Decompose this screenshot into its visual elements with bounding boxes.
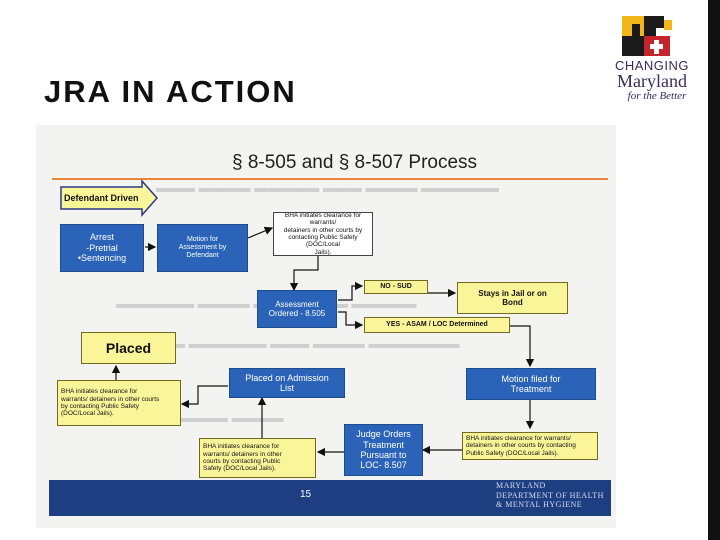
diagram-title: § 8-505 and § 8-507 Process bbox=[232, 152, 478, 173]
assessment-ordered-label: Assessment Ordered - 8.505 bbox=[268, 299, 326, 318]
judge-orders-box: Judge Orders Treatment Pursuant to LOC- … bbox=[344, 424, 423, 476]
bha-clearance-top-box: BHA initiates clearance for warrants/ de… bbox=[273, 212, 373, 256]
no-sud-label: NO - SUD bbox=[380, 282, 412, 290]
motion-treatment-label: Motion filed for Treatment bbox=[501, 373, 561, 394]
placed-label: Placed bbox=[105, 339, 152, 356]
maryland-flag-logo-icon bbox=[622, 16, 672, 56]
bha-clearance-left-box: BHA initiates clearance for warrants/ de… bbox=[57, 380, 181, 426]
assessment-ordered-box: Assessment Ordered - 8.505 bbox=[257, 290, 337, 328]
placed-on-admission-label: Placed on Admission List bbox=[245, 372, 329, 393]
defendant-driven-label-box: Defendant Driven bbox=[64, 190, 144, 206]
department-footer-text: MARYLAND DEPARTMENT OF HEALTH & MENTAL H… bbox=[496, 481, 604, 510]
logo-text-tagline: for the Better bbox=[627, 90, 687, 102]
bleed-through-text: ▬▬▬ ▬▬▬▬▬▬ ▬▬▬ ▬▬▬▬ ▬▬▬▬▬▬▬ bbox=[146, 341, 460, 356]
stays-in-jail-box: Stays in Jail or on Bond bbox=[457, 282, 568, 314]
bha-clearance-right-box: BHA initiates clearance for warrants/ de… bbox=[462, 432, 598, 460]
judge-orders-label: Judge Orders Treatment Pursuant to LOC- … bbox=[356, 429, 411, 471]
motion-assessment-box: Motion for Assessment by Defendant bbox=[157, 224, 248, 272]
placed-on-admission-box: Placed on Admission List bbox=[229, 368, 345, 398]
bha-clearance-top-label: BHA initiates clearance for warrants/ de… bbox=[283, 212, 363, 256]
title-rule bbox=[52, 178, 608, 180]
arrest-label: Arrest -Pretrial •Sentencing bbox=[77, 232, 127, 264]
stays-in-jail-label: Stays in Jail or on Bond bbox=[478, 288, 547, 307]
logo-text-maryland: Maryland bbox=[617, 71, 687, 91]
logo-text-changing: CHANGING bbox=[614, 58, 690, 73]
motion-treatment-box: Motion filed for Treatment bbox=[466, 368, 596, 400]
bha-clearance-bottom-box: BHA initiates clearance for warrants/ de… bbox=[199, 438, 316, 478]
bleed-through-text: ▬▬▬▬ ▬▬▬▬ bbox=[176, 415, 284, 430]
changing-maryland-logo: CHANGING Maryland for the Better bbox=[604, 10, 700, 110]
bleed-through-text: ▬▬▬ ▬▬▬▬ ▬▬▬▬▬ ▬▬▬ ▬▬▬▬ ▬▬▬▬▬▬ bbox=[156, 185, 500, 200]
motion-assessment-label: Motion for Assessment by Defendant bbox=[178, 235, 227, 260]
bha-clearance-right-label: BHA initiates clearance for warrants/ de… bbox=[466, 434, 576, 457]
placed-box: Placed bbox=[81, 332, 176, 364]
bha-clearance-left-label: BHA initiates clearance for warrants/ de… bbox=[61, 388, 160, 418]
defendant-driven-label: Defendant Driven bbox=[64, 192, 139, 203]
arrest-box: Arrest -Pretrial •Sentencing bbox=[60, 224, 144, 272]
right-edge-bar bbox=[708, 0, 720, 540]
yes-asam-label: YES - ASAM / LOC Determined bbox=[386, 320, 488, 328]
slide-title: JRA IN ACTION bbox=[44, 74, 297, 109]
yes-asam-box: YES - ASAM / LOC Determined bbox=[364, 317, 510, 333]
bha-clearance-bottom-label: BHA initiates clearance for warrants/ de… bbox=[203, 443, 282, 473]
footer-band bbox=[49, 480, 611, 516]
no-sud-box: NO - SUD bbox=[364, 280, 428, 294]
page-number: 15 bbox=[300, 489, 312, 500]
